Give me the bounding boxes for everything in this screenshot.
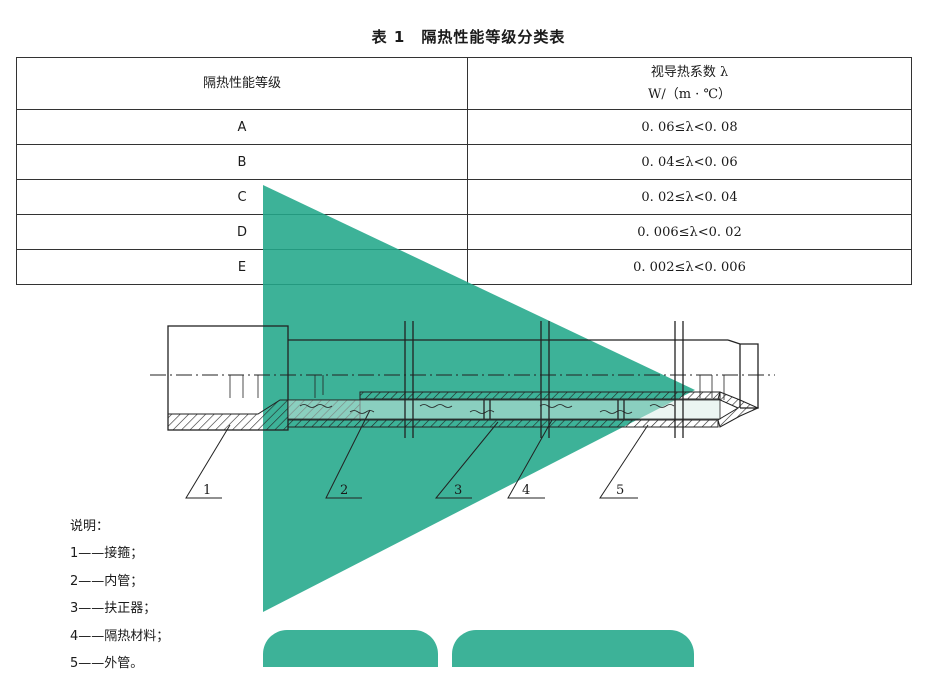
- centralizers: [404, 321, 684, 438]
- legend-item: 2——内管；: [70, 573, 144, 589]
- header-lambda: 视导热系数 λ W/（m · ℃）: [467, 57, 912, 110]
- inner-tube-wall: [287, 419, 719, 428]
- insulation-wavy-lines: [299, 404, 675, 414]
- pipe-cross-section: [150, 325, 775, 431]
- table-header-row: 隔热性能等级 视导热系数 λ W/（m · ℃）: [16, 57, 912, 110]
- watermark-block: [263, 630, 438, 667]
- legend-item: 3——扶正器；: [70, 601, 157, 617]
- insulation-grade-table: 隔热性能等级 视导热系数 λ W/（m · ℃） A 0. 06≤λ<0. 08…: [16, 57, 912, 285]
- legend-item: 5——外管。: [70, 656, 144, 672]
- table-row: B 0. 04≤λ<0. 06: [16, 144, 912, 180]
- table-row: C 0. 02≤λ<0. 04: [16, 179, 912, 215]
- leader-lines: [185, 409, 649, 499]
- callout-4: 4: [522, 483, 530, 498]
- tube-end-wall: [717, 391, 760, 428]
- callout-5: 5: [616, 483, 624, 498]
- grade-cell: B: [16, 144, 468, 180]
- header-lambda-line2: W/（m · ℃）: [647, 86, 731, 102]
- legend-item: 4——隔热材料；: [70, 628, 170, 644]
- header-grade: 隔热性能等级: [16, 57, 468, 110]
- legend-heading: 说明：: [70, 519, 110, 534]
- header-lambda-line1: 视导热系数 λ: [650, 64, 729, 80]
- callout-2: 2: [340, 483, 348, 498]
- table-title: 表 1 隔热性能等级分类表: [371, 28, 566, 46]
- range-cell: 0. 002≤λ<0. 006: [467, 249, 912, 285]
- insulation-layer: [287, 399, 721, 420]
- grade-cell: C: [16, 179, 468, 215]
- callout-1: 1: [203, 483, 211, 498]
- figure-legend: 说明： 1——接箍； 2——内管； 3——扶正器； 4——隔热材料； 5——外管…: [70, 513, 169, 677]
- legend-item: 1——接箍；: [70, 546, 144, 562]
- range-cell: 0. 04≤λ<0. 06: [467, 144, 912, 180]
- range-cell: 0. 02≤λ<0. 04: [467, 179, 912, 215]
- outer-tube-wall: [359, 391, 721, 400]
- table-row: D 0. 006≤λ<0. 02: [16, 214, 912, 250]
- range-cell: 0. 006≤λ<0. 02: [467, 214, 912, 250]
- watermark-block: [452, 630, 694, 667]
- range-cell: 0. 06≤λ<0. 08: [467, 109, 912, 145]
- callout-3: 3: [454, 483, 462, 498]
- table-row: A 0. 06≤λ<0. 08: [16, 109, 912, 145]
